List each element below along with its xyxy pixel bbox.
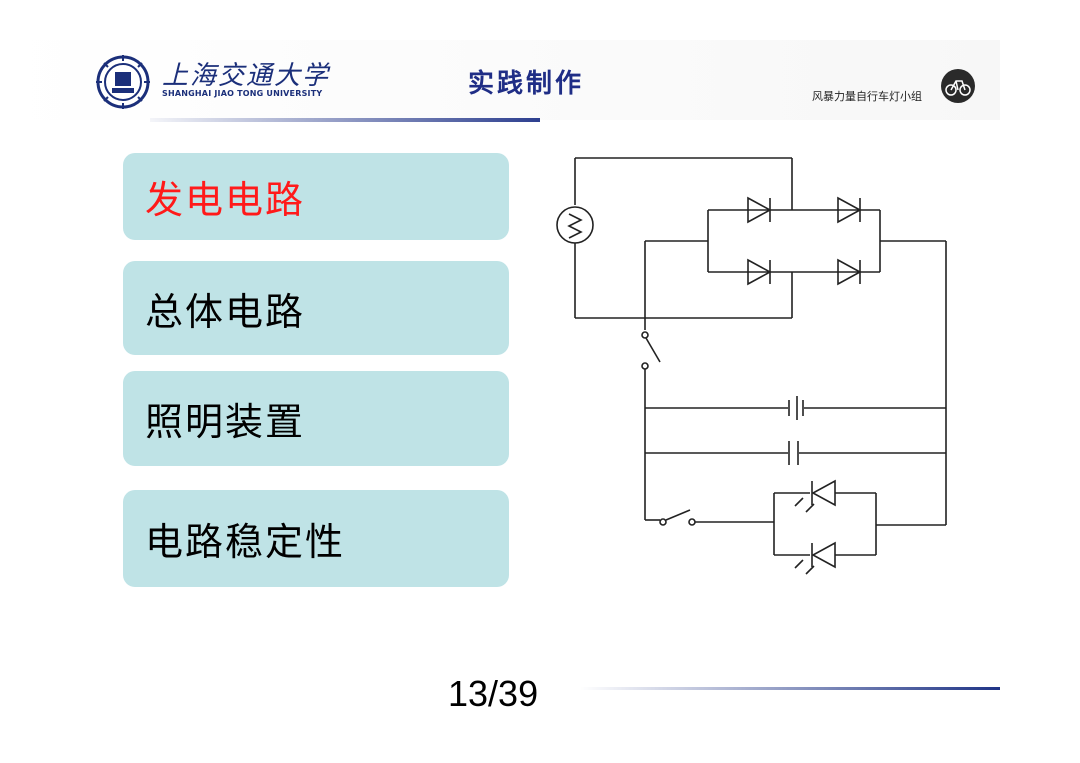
battery-icon: [645, 396, 946, 420]
generator-icon: [556, 157, 793, 319]
header-divider: [150, 118, 540, 122]
nav-item-overall-circuit[interactable]: 总体电路: [123, 261, 509, 355]
led-icon: [794, 541, 836, 575]
diode-icon: [837, 196, 862, 224]
university-logo: 上海交通大学 SHANGHAI JIAO TONG UNIVERSITY: [96, 55, 386, 115]
led-pair: [773, 479, 946, 575]
circuit-diagram: [556, 157, 947, 575]
logo-english-name: SHANGHAI JIAO TONG UNIVERSITY: [162, 89, 323, 98]
nav-item-label: 电路稳定性: [145, 520, 346, 564]
bicycle-group-icon: [941, 69, 975, 103]
logo-chinese-name: 上海交通大学: [162, 61, 331, 91]
bridge-rectifier: [645, 196, 946, 286]
nav-item-generator-circuit[interactable]: 发电电路: [123, 153, 509, 240]
switch-icon: [641, 331, 661, 370]
nav-item-lighting-device[interactable]: 照明装置: [123, 371, 509, 466]
nav-item-label: 发电电路: [145, 178, 306, 222]
diode-icon: [747, 196, 772, 224]
diode-icon: [747, 258, 772, 286]
nav-item-circuit-stability[interactable]: 电路稳定性: [123, 490, 509, 587]
page-title: 实践制作: [468, 69, 585, 99]
page-number: 13/39: [448, 673, 539, 714]
footer-divider: [580, 687, 1000, 690]
nav-item-label: 照明装置: [145, 400, 306, 444]
capacitor-icon: [645, 441, 946, 465]
led-icon: [794, 479, 836, 513]
led-switch-icon: [645, 509, 774, 526]
nav-item-label: 总体电路: [145, 289, 306, 334]
header-band: [0, 40, 1000, 120]
diode-icon: [837, 258, 862, 286]
university-seal-icon: [96, 55, 150, 109]
group-name: 风暴力量自行车灯小组: [812, 90, 922, 103]
